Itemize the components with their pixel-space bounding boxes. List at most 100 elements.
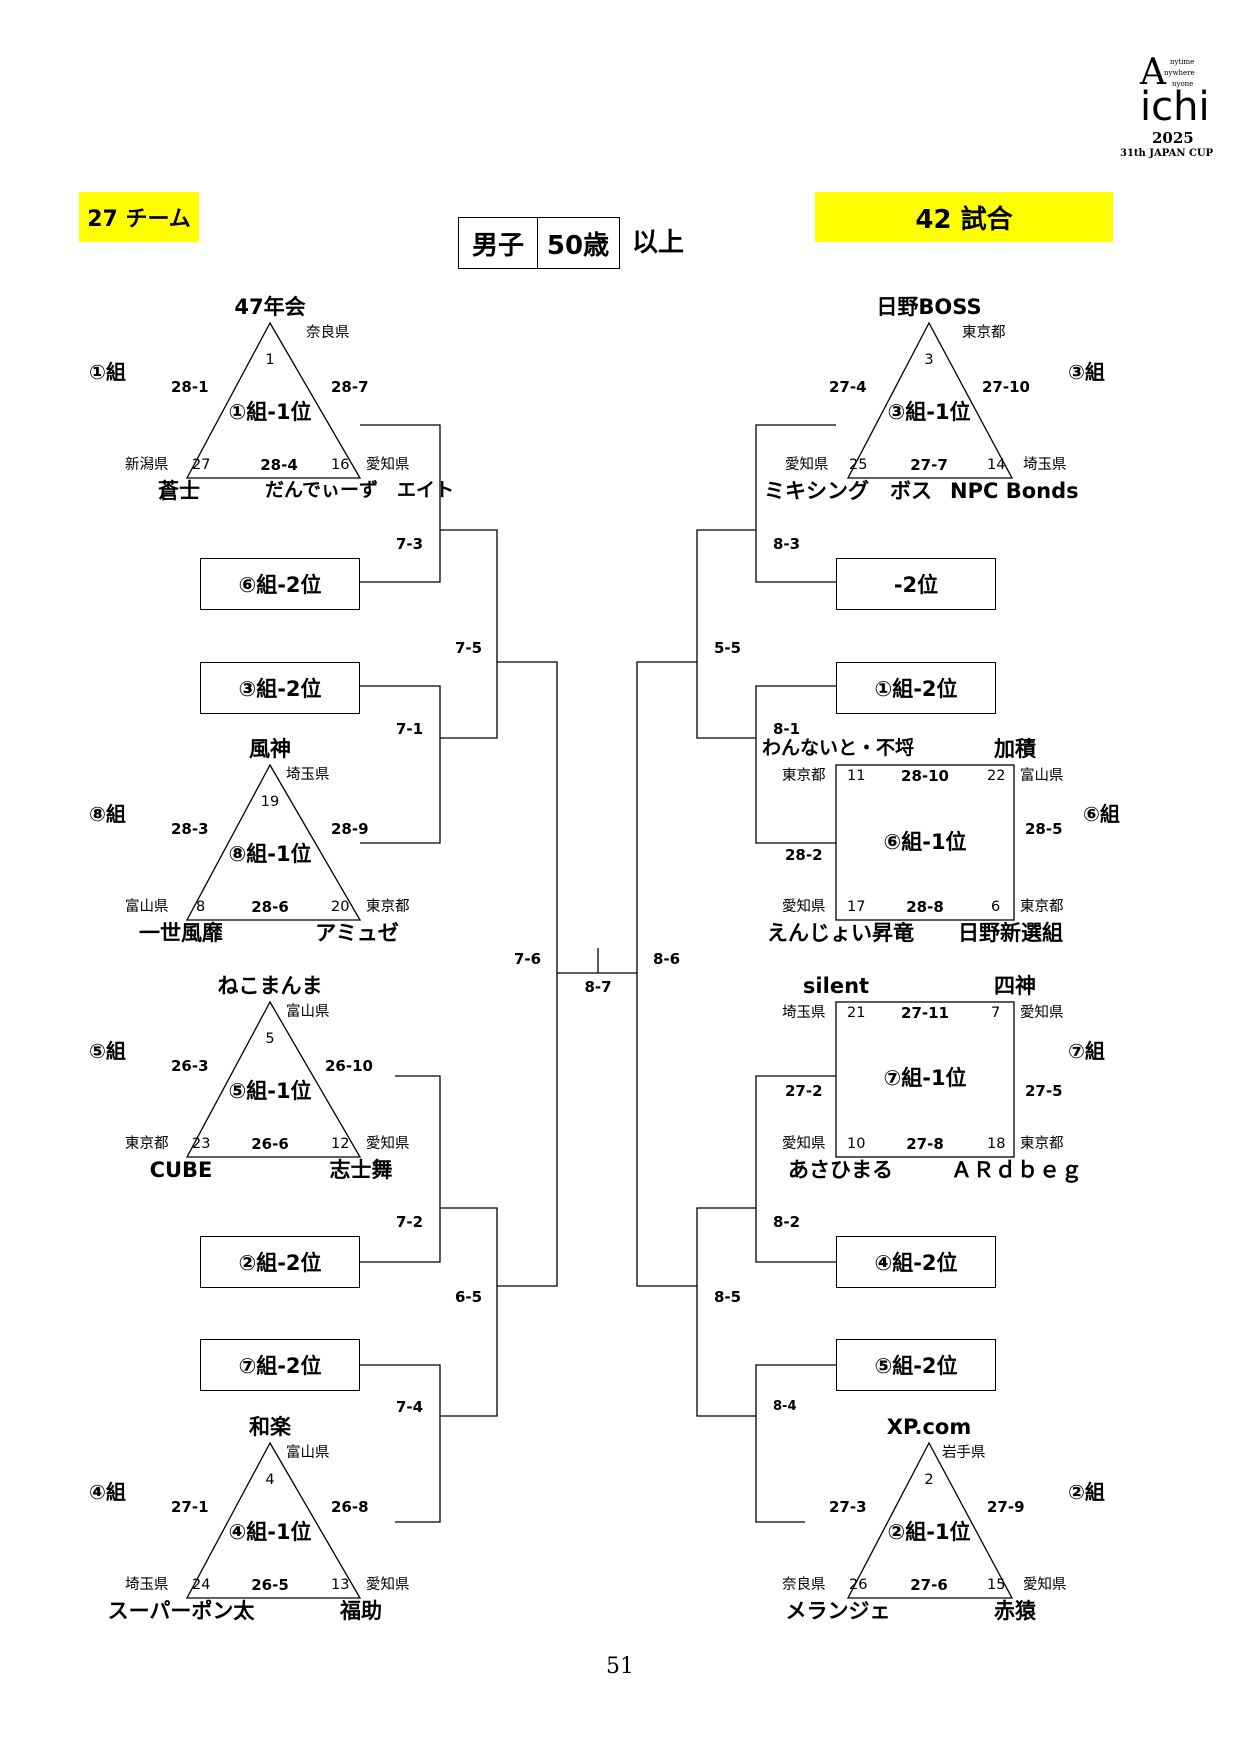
team-name: えんじょい昇竜 [767, 921, 914, 945]
match-score: 28-2 [785, 846, 823, 864]
group-rank-label: ③組-1位 [887, 400, 971, 424]
team-pref: 埼玉県 [782, 1005, 826, 1021]
team-name: だんでぃーず エイト [265, 479, 455, 501]
category-gender: 男子 [459, 218, 538, 268]
match-score: 26-10 [325, 1057, 373, 1075]
team-name: ＡＲｄｂｅｇ [951, 1158, 1083, 1182]
logo-ichi: ichi [1140, 84, 1210, 130]
team-seed: 1 [265, 352, 275, 368]
match-number: 5-5 [714, 639, 742, 657]
team-name: 日野新選組 [958, 921, 1063, 945]
team-name: わんないと・不埒 [762, 737, 915, 759]
team-seed: 24 [192, 1577, 211, 1593]
team-name: 風神 [249, 737, 291, 761]
team-name: ミキシング ボス [764, 479, 932, 503]
team-pref: 愛知県 [366, 1136, 410, 1152]
team-pref: 埼玉県 [1023, 457, 1067, 473]
match-score: 27-5 [1025, 1082, 1063, 1100]
team-pref: 富山県 [1020, 768, 1064, 784]
second-place-box: ⑦組-2位 [200, 1339, 360, 1391]
team-pref: 東京都 [962, 325, 1006, 341]
team-pref: 富山県 [286, 1004, 330, 1020]
match-number: 7-3 [396, 535, 424, 553]
team-pref: 奈良県 [306, 325, 350, 341]
match-score: 27-6 [910, 1576, 948, 1594]
group-rank-label: ④組-1位 [228, 1520, 312, 1544]
team-name: スーパーポン太 [107, 1599, 255, 1623]
group-rank-label: ⑤組-1位 [228, 1079, 312, 1103]
match-score: 27-8 [906, 1135, 944, 1153]
match-score: 27-7 [910, 456, 948, 474]
second-place-box: -2位 [836, 558, 996, 610]
team-name: あさひまる [788, 1158, 893, 1182]
team-name: 赤猿 [994, 1599, 1036, 1623]
team-seed: 18 [987, 1136, 1006, 1152]
match-score: 27-1 [171, 1498, 209, 1516]
match-number: 8-5 [714, 1288, 742, 1306]
match-number: 8-6 [653, 950, 681, 968]
match-score: 27-9 [987, 1498, 1025, 1516]
match-score: 27-10 [982, 378, 1030, 396]
team-pref: 愛知県 [785, 457, 829, 473]
page-number: 51 [606, 1654, 634, 1679]
category-suffix: 以上 [632, 228, 685, 258]
final-match-number: 8-7 [584, 978, 612, 996]
team-seed: 4 [265, 1472, 275, 1488]
second-place-box: ③組-2位 [200, 662, 360, 714]
match-number: 7-1 [396, 720, 424, 738]
team-seed: 27 [192, 457, 211, 473]
team-pref: 愛知県 [366, 457, 410, 473]
group-8-label: ⑧組 [89, 802, 126, 826]
team-seed: 26 [849, 1577, 868, 1593]
match-score: 26-3 [171, 1057, 209, 1075]
second-place-box: ①組-2位 [836, 662, 996, 714]
group-2-label: ②組 [1068, 1480, 1105, 1504]
team-pref: 東京都 [1020, 899, 1064, 915]
logo-a: A [1140, 52, 1166, 93]
logo-anywhere: nywhere [1164, 69, 1195, 77]
group-rank-label: ①組-1位 [228, 400, 312, 424]
second-place-box: ②組-2位 [200, 1236, 360, 1288]
aichi-logo: A nytime nywhere nyone ichi 2025 31th JA… [1120, 55, 1230, 165]
team-name: メランジェ [785, 1599, 891, 1623]
team-name: アミュゼ [315, 921, 399, 945]
group-1-label: ①組 [89, 360, 126, 384]
team-seed: 20 [331, 899, 350, 915]
team-pref: 愛知県 [782, 899, 826, 915]
team-seed: 23 [192, 1136, 211, 1152]
team-name: NPC Bonds [950, 479, 1079, 503]
team-seed: 19 [260, 794, 280, 810]
team-name: 一世風靡 [139, 921, 223, 945]
group-5-label: ⑤組 [89, 1039, 126, 1063]
team-pref: 愛知県 [782, 1136, 826, 1152]
match-score: 28-3 [171, 820, 209, 838]
second-place-box: ⑤組-2位 [836, 1339, 996, 1391]
team-seed: 15 [987, 1577, 1006, 1593]
team-name: CUBE [149, 1158, 213, 1182]
team-pref: 東京都 [125, 1136, 169, 1152]
team-seed: 14 [987, 457, 1006, 473]
team-pref: 愛知県 [366, 1577, 410, 1593]
match-score: 28-7 [331, 378, 369, 396]
logo-year: 2025 [1152, 129, 1194, 147]
match-score: 27-2 [785, 1082, 823, 1100]
second-place-box: ④組-2位 [836, 1236, 996, 1288]
group-7-label: ⑦組 [1068, 1039, 1105, 1063]
match-score: 26-6 [251, 1135, 289, 1153]
team-name: 和楽 [249, 1415, 291, 1439]
group-6-label: ⑥組 [1083, 802, 1120, 826]
team-seed: 17 [847, 899, 866, 915]
group-rank-label: ⑦組-1位 [883, 1066, 967, 1090]
team-name: 福助 [340, 1599, 382, 1623]
team-pref: 東京都 [366, 899, 410, 915]
category-title-box: 男子 50歳 [458, 217, 620, 269]
team-seed: 12 [331, 1136, 350, 1152]
match-number: 8-2 [773, 1213, 801, 1231]
team-pref: 新潟県 [125, 457, 169, 473]
match-score: 28-9 [331, 820, 369, 838]
team-seed: 16 [331, 457, 350, 473]
match-score: 28-8 [906, 898, 944, 916]
team-pref: 富山県 [286, 1445, 330, 1461]
match-number: 7-6 [514, 950, 542, 968]
